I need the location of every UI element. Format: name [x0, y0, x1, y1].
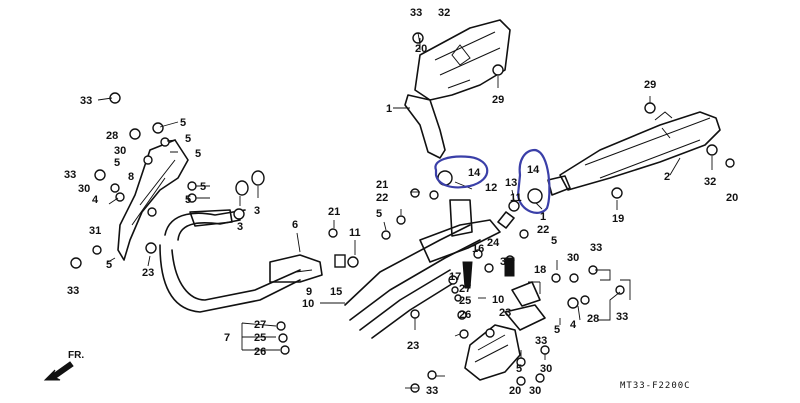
callout-label: 4 — [92, 194, 99, 206]
callout-labels: 33 20 32 29 1 14 14 21 22 12 13 11 1 22 … — [64, 7, 738, 397]
callout-label: 5 — [376, 208, 382, 220]
callout-label: 3 — [237, 221, 243, 233]
callout-label: 15 — [330, 286, 342, 298]
callout-label: 16 — [472, 243, 484, 255]
callout-label: 10 — [302, 298, 314, 310]
callout-label: 23 — [142, 267, 154, 279]
callout-label: 23 — [499, 307, 511, 319]
diagram-code: MT33-F2200C — [620, 381, 691, 391]
callout-label: 5 — [114, 157, 120, 169]
callout-label: 33 — [616, 311, 628, 323]
callout-label: 22 — [537, 224, 549, 236]
callout-label: 9 — [306, 286, 312, 298]
collector-chamber — [464, 281, 546, 381]
callout-label: 30 — [567, 252, 579, 264]
callout-label: 20 — [509, 385, 521, 397]
callout-label: 32 — [438, 7, 450, 19]
callout-label: 5 — [554, 324, 560, 336]
callout-label: 33 — [426, 385, 438, 397]
front-direction-label: FR. — [68, 350, 84, 361]
callout-label: 7 — [224, 332, 230, 344]
callout-label: 25 — [459, 295, 471, 307]
callout-label: 22 — [376, 192, 388, 204]
callout-label: 31 — [89, 225, 101, 237]
callout-label: 27 — [254, 319, 266, 331]
callout-label: 1 — [540, 211, 546, 223]
leader-lines — [97, 32, 713, 389]
callout-label: 18 — [534, 264, 546, 276]
callout-label: 23 — [407, 340, 419, 352]
callout-label: 26 — [254, 346, 266, 358]
highlight-rings — [434, 148, 551, 214]
callout-label: 5 — [106, 259, 112, 271]
callout-label: 5 — [200, 181, 206, 193]
callout-label: 29 — [492, 94, 504, 106]
callout-label: 6 — [292, 219, 298, 231]
callout-label: 30 — [78, 183, 90, 195]
highlight-ring-right — [516, 148, 551, 214]
exhaust-pipes — [159, 199, 515, 339]
callout-label: 4 — [570, 319, 577, 331]
callout-label: 29 — [644, 79, 656, 91]
callout-label: 5 — [185, 133, 191, 145]
callout-label: 5 — [180, 117, 186, 129]
callout-label: 5 — [185, 194, 191, 206]
callout-label: 21 — [328, 206, 340, 218]
heat-shield — [117, 139, 189, 261]
hardware — [70, 32, 735, 393]
highlight-ring-left — [434, 155, 489, 189]
callout-label: 30 — [114, 145, 126, 157]
callout-label: 30 — [540, 363, 552, 375]
front-arrow-icon — [43, 361, 74, 381]
callout-label: 25 — [254, 332, 266, 344]
callout-label: 27 — [459, 283, 471, 295]
callout-label: 34 — [500, 256, 513, 268]
callout-label: 30 — [529, 385, 541, 397]
callout-label: 11 — [510, 192, 522, 204]
callout-label: 24 — [487, 237, 500, 249]
callout-label: 1 — [386, 103, 392, 115]
callout-label: 5 — [551, 235, 557, 247]
callout-label: 17 — [449, 271, 461, 283]
callout-label: 33 — [535, 335, 547, 347]
callout-label: 28 — [106, 130, 118, 142]
callout-label: 5 — [516, 363, 522, 375]
upper-muffler — [404, 19, 511, 159]
callout-label: 20 — [415, 43, 427, 55]
callout-label: 10 — [492, 294, 504, 306]
callout-label: 12 — [485, 182, 497, 194]
callout-label: 26 — [459, 309, 471, 321]
callout-label: 32 — [704, 176, 716, 188]
callout-label: 14 — [468, 167, 481, 179]
callout-label: 5 — [195, 148, 201, 160]
callout-label: 33 — [80, 95, 92, 107]
lower-muffler — [547, 111, 721, 196]
callout-label: 19 — [612, 213, 624, 225]
callout-label: 33 — [67, 285, 79, 297]
callout-label: 33 — [410, 7, 422, 19]
front-direction-indicator: FR. — [43, 350, 84, 381]
callout-label: 33 — [64, 169, 76, 181]
callout-label: 13 — [505, 177, 517, 189]
callout-label: 11 — [349, 227, 361, 239]
callout-label: 14 — [527, 164, 540, 176]
callout-label: 3 — [254, 205, 260, 217]
callout-label: 33 — [590, 242, 602, 254]
callout-label: 21 — [376, 179, 388, 191]
callout-label: 2 — [664, 171, 670, 183]
callout-label: 8 — [128, 171, 134, 183]
callout-label: 28 — [587, 313, 599, 325]
callout-label: 20 — [726, 192, 738, 204]
